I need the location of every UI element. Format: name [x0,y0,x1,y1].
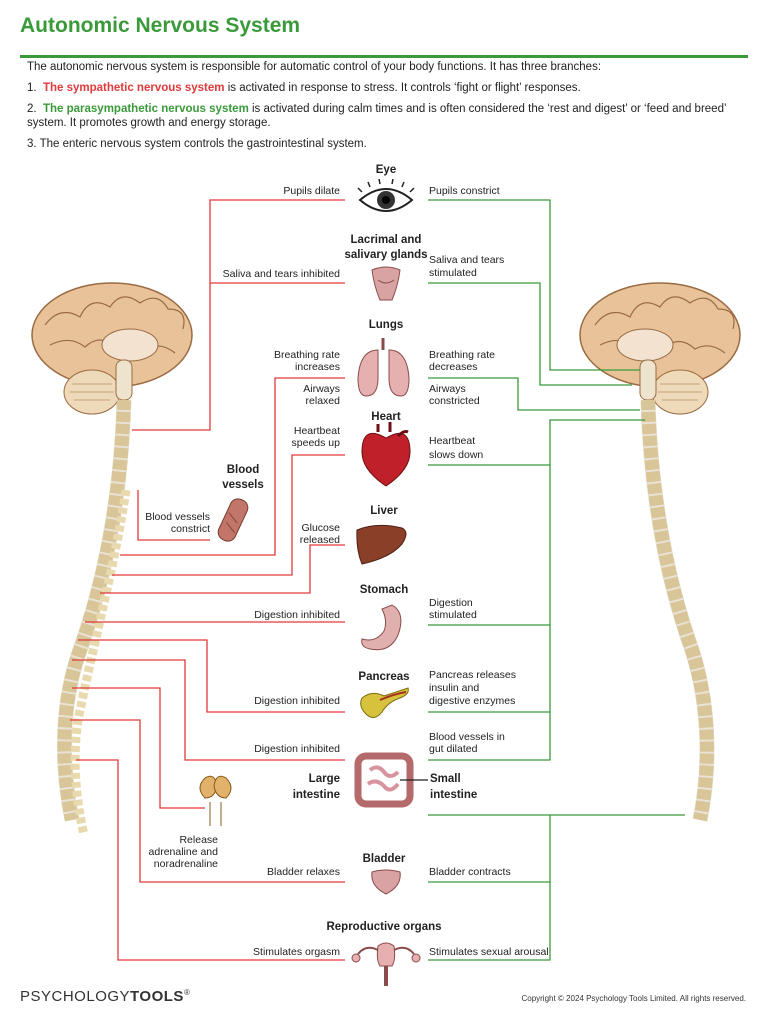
pancreas-icon [360,687,409,718]
para-gut-2: gut dilated [429,743,478,755]
adrenal-kidney-icon [199,775,232,826]
copyright-notice: Copyright © 2024 Psychology Tools Limite… [521,994,746,1003]
para-saliva-1: Saliva and tears [429,254,504,266]
brain-right-icon [579,282,741,415]
brain-left-icon [31,282,193,415]
eye-icon [357,178,415,212]
parasympathetic-nerves [428,199,685,961]
organ-label-small-1: Small [430,773,461,785]
intro-item-1: 1. The sympathetic nervous system is act… [27,82,581,94]
symp-vessels-1: Blood vessels [145,511,210,523]
para-pancreas-3: digestive enzymes [429,695,515,707]
organ-label-large-2: intestine [293,789,340,801]
symp-glucose-2: released [300,534,340,546]
heart-icon [361,422,411,487]
symp-breath-2: increases [295,361,340,373]
symp-heart-1: Heartbeat [294,425,340,437]
para-pancreas-2: insulin and [429,682,479,694]
sympathetic-nerves [70,199,345,961]
bladder-icon [371,869,401,895]
sympathetic-term: The sympathetic nervous system [42,82,225,94]
symp-pancreas: Digestion inhibited [254,695,340,707]
intro-item-2: 2. The parasympathetic nervous system is… [27,103,727,129]
intro-lead: The autonomic nervous system is responsi… [27,61,602,73]
symp-heart-2: speeds up [292,437,341,449]
symp-adrenal-3: noradrenaline [154,858,218,870]
symp-airway-2: relaxed [306,395,341,407]
lungs-icon [357,338,410,397]
stomach-icon [361,604,402,651]
para-breath-1: Breathing rate [429,349,495,361]
para-heart-2: slows down [429,449,483,461]
para-airway-1: Airways [429,383,466,395]
blood-vessel-icon [217,498,249,542]
intro-text: The autonomic nervous system is responsi… [27,60,747,158]
symp-repro: Stimulates orgasm [253,946,340,958]
page-title: Autonomic Nervous System [20,14,301,37]
parasympathetic-term: The parasympathetic nervous system [42,103,249,115]
para-airway-2: constricted [429,395,480,407]
symp-eye: Pupils dilate [283,185,340,197]
para-bladder: Bladder contracts [429,866,511,878]
para-gut-1: Blood vessels in [429,731,505,743]
symp-bladder: Bladder relaxes [267,866,340,878]
organ-label-lungs: Lungs [369,319,404,331]
salivary-gland-icon [371,266,401,301]
psychology-tools-logo: PSYCHOLOGYTOOLS® [20,988,191,1005]
para-heart-1: Heartbeat [429,435,475,447]
title-divider [20,55,748,58]
symp-saliva: Saliva and tears inhibited [223,268,340,280]
symp-adrenal-1: Release [179,834,218,846]
organ-label-repro: Reproductive organs [326,921,441,933]
symp-stomach: Digestion inhibited [254,609,340,621]
liver-icon [356,524,407,565]
symp-glucose-1: Glucose [301,522,340,534]
reproductive-organs-icon [351,942,421,986]
organ-label-heart: Heart [371,411,401,423]
para-saliva-2: stimulated [429,267,477,279]
organ-label-large-1: Large [309,773,340,785]
symp-intestine: Digestion inhibited [254,743,340,755]
organ-label-lacrimal-1: Lacrimal and [351,234,422,246]
para-eye: Pupils constrict [429,185,500,197]
symp-airway-1: Airways [303,383,340,395]
organ-label-blood-1: Blood [227,464,260,476]
organ-label-pancreas: Pancreas [358,671,409,683]
para-repro: Stimulates sexual arousal [429,946,549,958]
para-pancreas-1: Pancreas releases [429,669,516,681]
organ-label-liver: Liver [370,505,398,517]
spine-right [641,399,714,822]
organ-label-bladder: Bladder [363,853,406,865]
para-breath-2: decreases [429,361,477,373]
symp-adrenal-2: adrenaline and [149,846,219,858]
organ-label-stomach: Stomach [360,584,409,596]
intro-item-3: 3. The enteric nervous system controls t… [27,138,367,150]
organ-label-blood-2: vessels [222,479,264,491]
symp-breath-1: Breathing rate [274,349,340,361]
organ-label-small-2: intestine [430,789,477,801]
sympathetic-chain [70,489,131,837]
symp-vessels-2: constrict [171,523,210,535]
para-stomach-2: stimulated [429,609,477,621]
para-stomach-1: Digestion [429,597,473,609]
organ-label-eye: Eye [376,164,396,176]
organ-label-lacrimal-2: salivary glands [344,249,427,261]
spine-left [57,399,131,822]
